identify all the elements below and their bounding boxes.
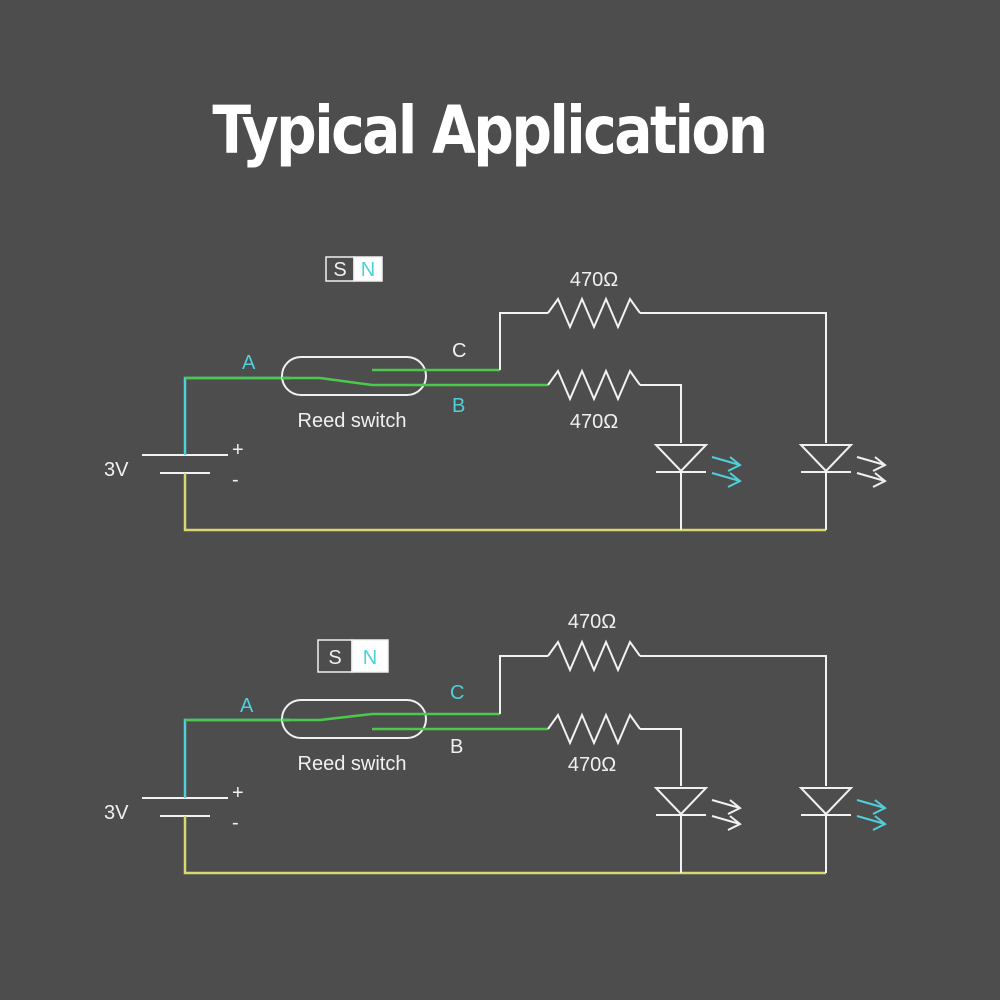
- magnet-s-label: S: [333, 259, 346, 281]
- wire-ground: [183, 816, 826, 875]
- wire-ground: [183, 473, 826, 532]
- led-left: [653, 787, 742, 873]
- terminal-a-label: A: [242, 352, 256, 374]
- resistor-top-label: 470Ω: [568, 611, 616, 633]
- terminal-a-label: A: [240, 695, 254, 717]
- led-right: [798, 444, 887, 530]
- resistor-bottom: [547, 368, 641, 402]
- terminal-b-label: B: [450, 736, 463, 758]
- wire-c-branch: [499, 312, 548, 370]
- battery: 3V + -: [104, 439, 244, 491]
- wire-c-branch: [499, 655, 548, 714]
- led-right: [798, 787, 887, 873]
- resistor-top: [547, 639, 641, 673]
- magnet-s-label: S: [328, 647, 341, 669]
- reed-switch-label: Reed switch: [298, 410, 407, 432]
- magnet-n-label: N: [361, 259, 375, 281]
- terminal-b-label: B: [452, 395, 465, 417]
- light-rays-icon: [856, 456, 887, 488]
- resistor-bottom-label: 470Ω: [570, 411, 618, 433]
- page-title: Typical Application: [212, 92, 768, 169]
- battery-plus-label: +: [232, 439, 244, 461]
- led-left: [653, 444, 742, 530]
- battery-voltage-label: 3V: [104, 459, 129, 481]
- magnet: S N: [317, 639, 389, 673]
- resistor-top-label: 470Ω: [570, 269, 618, 291]
- wire-to-left-led: [640, 384, 682, 443]
- light-rays-icon: [711, 799, 742, 831]
- wire-to-left-led: [640, 728, 682, 786]
- resistor-bottom: [547, 712, 641, 746]
- wire-to-right-led: [640, 312, 827, 443]
- resistor-bottom-label: 470Ω: [568, 754, 616, 776]
- reed-switch: Reed switch: [281, 699, 548, 775]
- battery-minus-label: -: [232, 812, 239, 834]
- terminal-c-label: C: [450, 682, 464, 704]
- battery: 3V + -: [104, 782, 244, 834]
- battery-voltage-label: 3V: [104, 802, 129, 824]
- magnet-n-label: N: [363, 647, 377, 669]
- reed-switch-label: Reed switch: [298, 753, 407, 775]
- light-rays-icon: [856, 799, 887, 831]
- resistor-top: [547, 296, 641, 330]
- wire-to-right-led: [640, 655, 827, 786]
- light-rays-icon: [711, 456, 742, 488]
- circuit-diagram-2: S N 3V + - Reed switch A C B: [104, 611, 887, 875]
- battery-minus-label: -: [232, 469, 239, 491]
- circuit-diagram-1: S N 3V + - Reed switch A C B: [104, 256, 887, 532]
- battery-plus-label: +: [232, 782, 244, 804]
- magnet: S N: [325, 256, 383, 282]
- reed-switch: Reed switch: [281, 356, 548, 432]
- terminal-c-label: C: [452, 340, 466, 362]
